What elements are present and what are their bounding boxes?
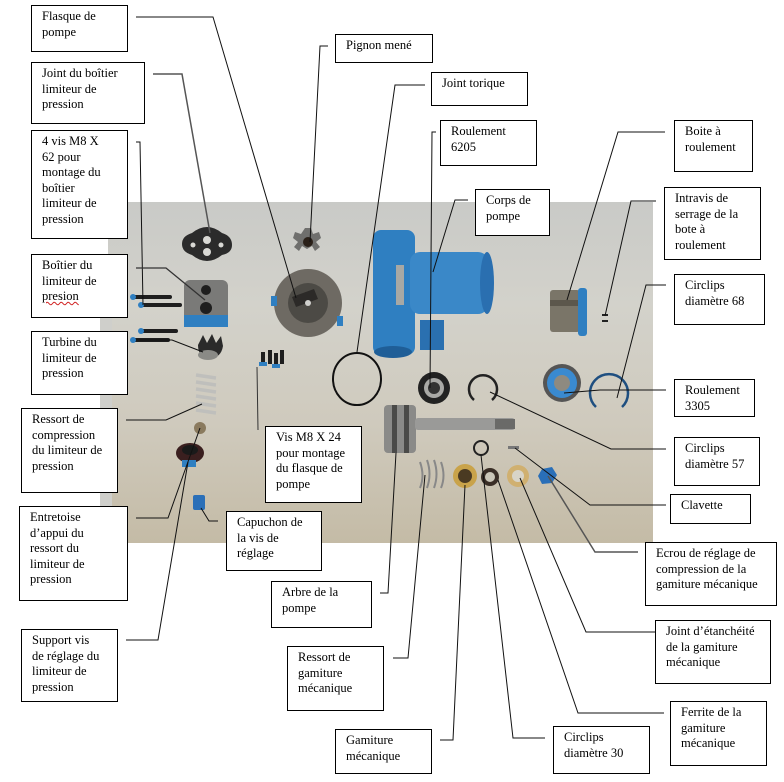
label-joint-torique: Joint torique <box>431 72 528 106</box>
bearing-6205-part <box>418 372 450 404</box>
label-clavette: Clavette <box>670 494 751 524</box>
label-ressort-garniture: Ressort de gamiture mécanique <box>287 646 384 711</box>
label-text: Gamiture mécanique <box>346 733 401 763</box>
set-screw-part <box>602 314 608 322</box>
label-text: Circlips diamètre 30 <box>564 730 624 760</box>
label-intravis: Intravis de serrage de la bote à rouleme… <box>664 187 761 260</box>
label-circlips-30: Circlips diamètre 30 <box>553 726 650 774</box>
label-text: Turbine du limiteur de pression <box>42 335 97 380</box>
driven-gear-part <box>293 228 321 251</box>
label-text: Boîtier du limiteur de presion <box>42 258 118 305</box>
mechanical-seal-part <box>453 464 477 488</box>
label-vis-m8x24: Vis M8 X 24 pour montage du flasque de p… <box>265 426 362 503</box>
label-joint-etancheite: Joint d’étanchéité de la gamiture mécani… <box>655 620 771 684</box>
circlip-68-part <box>588 372 630 408</box>
label-arbre-pompe: Arbre de la pompe <box>271 581 372 628</box>
label-text: Clavette <box>681 498 723 512</box>
label-text: Vis M8 X 24 pour montage du flasque de p… <box>276 430 346 491</box>
label-text: Flasque de pompe <box>42 9 96 39</box>
label-pignon-mene: Pignon mené <box>335 34 433 63</box>
turbine-part <box>198 334 223 360</box>
circlip-30-part <box>473 440 489 456</box>
label-text: Roulement 6205 <box>451 124 506 154</box>
screws-m8x24-part <box>259 350 284 368</box>
label-circlips-68: Circlips diamètre 68 <box>674 274 765 325</box>
o-ring-part <box>332 352 382 406</box>
bearing-housing-part <box>550 288 587 336</box>
label-text-main: Boîtier du limiteur de <box>42 258 97 288</box>
label-boite-a-roulement: Boite à roulement <box>674 120 753 172</box>
label-turbine-limiteur: Turbine du limiteur de pression <box>31 331 128 395</box>
label-circlips-57: Circlips diamètre 57 <box>674 437 760 486</box>
label-joint-boitier-limiteur: Joint du boîtier limiteur de pression <box>31 62 145 124</box>
label-text: Support vis de réglage du limiteur de pr… <box>32 633 100 694</box>
pump-shaft-part <box>384 405 515 453</box>
relief-valve-housing-part <box>184 280 228 327</box>
label-flasque-de-pompe: Flasque de pompe <box>31 5 128 52</box>
label-text: Circlips diamètre 57 <box>685 441 745 471</box>
label-text: Joint du boîtier limiteur de pression <box>42 66 118 111</box>
label-ecrou-reglage: Ecrou de réglage de compression de la ga… <box>645 542 777 606</box>
key-part <box>508 446 519 449</box>
label-roulement-3305: Roulement 3305 <box>674 379 755 417</box>
pump-flange-part <box>271 269 343 337</box>
label-text: Pignon mené <box>346 38 412 52</box>
label-text: Joint torique <box>442 76 505 90</box>
label-support-vis-reglage: Support vis de réglage du limiteur de pr… <box>21 629 118 702</box>
label-text: Corps de pompe <box>486 193 531 223</box>
label-entretoise: Entretoise d’appui du ressort du limiteu… <box>19 506 128 601</box>
adjust-screw-support-part <box>176 443 204 467</box>
label-capuchon-vis-reglage: Capuchon de la vis de réglage <box>226 511 322 571</box>
label-text: Capuchon de la vis de réglage <box>237 515 303 560</box>
label-boitier-limiteur: Boîtier du limiteur de presion <box>31 254 128 318</box>
label-garniture-mecanique: Gamiture mécanique <box>335 729 432 774</box>
bearing-3305-part <box>543 364 581 402</box>
spacer-part <box>194 422 206 434</box>
adjust-cap-part <box>193 495 205 510</box>
relief-spring-part <box>195 373 217 415</box>
label-corps-de-pompe: Corps de pompe <box>475 189 550 236</box>
adjust-nut-part <box>538 467 557 484</box>
label-text: Roulement 3305 <box>685 383 740 413</box>
label-text: 4 vis M8 X 62 pour montage du boîtier li… <box>42 134 101 226</box>
label-text: Arbre de la pompe <box>282 585 339 615</box>
gasket-part <box>182 227 232 261</box>
label-text: Ecrou de réglage de compression de la ga… <box>656 546 758 591</box>
pump-body-part <box>373 230 494 358</box>
label-text: Entretoise d’appui du ressort du limiteu… <box>30 510 85 586</box>
label-text: Ressort de compression du limiteur de pr… <box>32 412 103 473</box>
label-vis-m8x62: 4 vis M8 X 62 pour montage du boîtier li… <box>31 130 128 239</box>
label-text: Ferrite de la gamiture mécanique <box>681 705 742 750</box>
circlip-57-part <box>467 374 499 401</box>
label-text: Circlips diamètre 68 <box>685 278 745 308</box>
label-text: Intravis de serrage de la bote à rouleme… <box>675 191 739 252</box>
label-roulement-6205: Roulement 6205 <box>440 120 537 166</box>
label-text-misspelled: presion <box>42 289 79 303</box>
label-text: Ressort de gamiture mécanique <box>298 650 353 695</box>
seal-gasket-part <box>481 468 499 486</box>
label-ferrite: Ferrite de la gamiture mécanique <box>670 701 767 766</box>
ferrite-part <box>507 465 529 487</box>
seal-spring-part <box>419 459 445 489</box>
label-text: Boite à roulement <box>685 124 736 154</box>
label-ressort-compression: Ressort de compression du limiteur de pr… <box>21 408 118 493</box>
label-text: Joint d’étanchéité de la gamiture mécani… <box>666 624 755 669</box>
